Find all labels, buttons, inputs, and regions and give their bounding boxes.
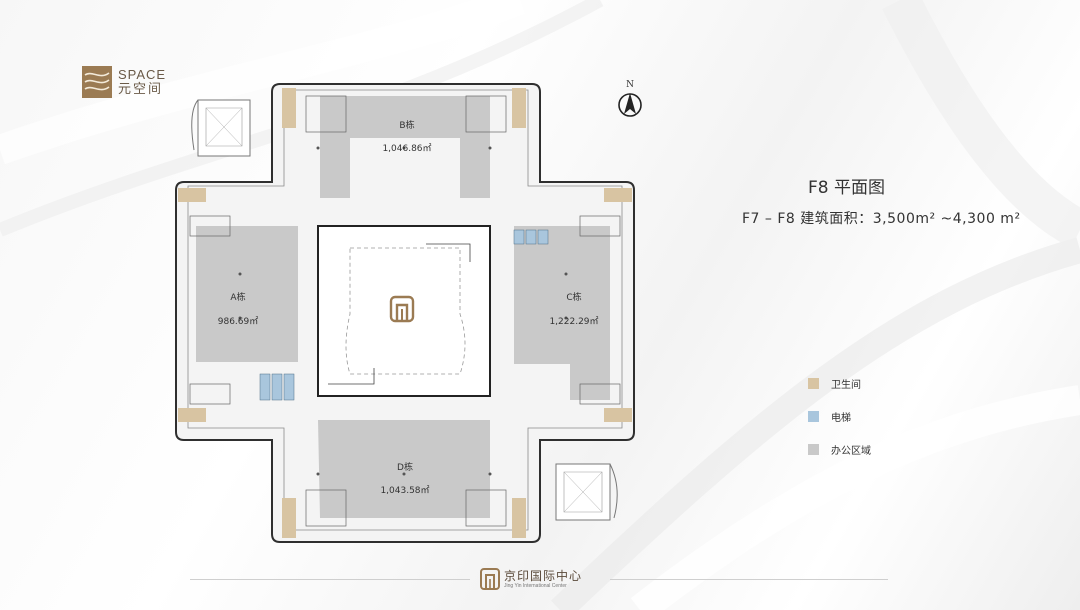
footer-divider-right — [610, 579, 888, 580]
space-logo-icon — [82, 66, 112, 98]
footer-name-cn: 京印国际中心 — [504, 568, 583, 583]
footer-name-en: Jing Yin International Center — [504, 582, 567, 589]
block-d-area: 1,043.58㎡ — [380, 485, 429, 496]
legend-label-elevator: 电梯 — [831, 412, 851, 424]
block-a-name: A栋 — [230, 291, 245, 303]
terrace-se — [555, 463, 618, 521]
block-a-area: 986.69㎡ — [218, 316, 259, 327]
office-zones — [196, 96, 610, 518]
block-d-name: D栋 — [397, 461, 413, 473]
north-arrow-icon — [618, 93, 642, 117]
area-summary: F7 – F8 建筑面积：3,500m² ~4,300 m² — [742, 211, 1021, 227]
floor-plan: B栋 1,046.86㎡ A栋 986.69㎡ C栋 1,222.29㎡ D栋 … — [175, 83, 635, 543]
brand-logo: SPACE 元空间 — [82, 66, 166, 98]
restroom-zones — [178, 88, 632, 538]
legend-label-office: 办公区域 — [831, 445, 871, 457]
block-b-name: B栋 — [399, 119, 414, 131]
brand-name-cn: 元空间 — [118, 82, 164, 97]
block-c-name: C栋 — [566, 291, 581, 303]
compass: N — [616, 80, 644, 124]
legend-swatch-restroom — [808, 377, 819, 389]
atrium-brand-mark-icon — [389, 295, 415, 323]
plan-title: F8 平面图 — [808, 178, 885, 198]
block-b-area: 1,046.86㎡ — [382, 143, 431, 154]
terrace-nw — [191, 99, 251, 157]
central-atrium — [317, 225, 491, 397]
legend-swatch-office — [808, 443, 819, 455]
legend-item-restroom: 卫生间 — [808, 376, 871, 391]
legend-item-office: 办公区域 — [808, 442, 871, 457]
legend: 卫生间 电梯 办公区域 — [808, 376, 871, 475]
legend-swatch-elevator — [808, 410, 819, 422]
column-grid — [238, 146, 568, 476]
legend-label-restroom: 卫生间 — [831, 379, 861, 391]
brand-name-en: SPACE — [118, 67, 167, 82]
footer-divider-left — [190, 579, 470, 580]
block-c-area: 1,222.29㎡ — [549, 316, 598, 327]
core-areas — [189, 95, 621, 527]
legend-item-elevator: 电梯 — [808, 409, 871, 424]
elevator-zones — [259, 229, 549, 401]
footer-brand: 京印国际中心 Jing Yin International Center — [480, 568, 582, 590]
jingyin-logo-icon — [480, 568, 500, 590]
compass-label: N — [626, 80, 634, 90]
